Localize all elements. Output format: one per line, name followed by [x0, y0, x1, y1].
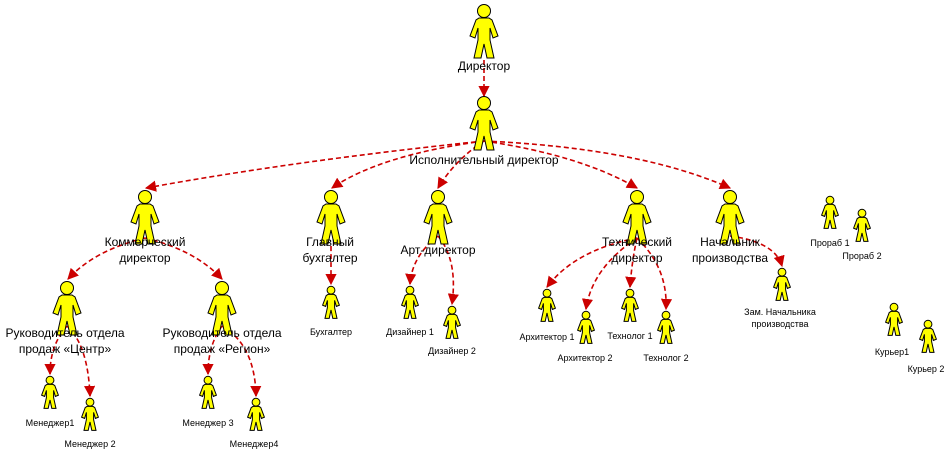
person-figure-foreman2	[852, 208, 872, 242]
connector-exec-to-technical	[483, 140, 638, 189]
person-figure-accountant	[321, 285, 341, 319]
person-figure-commercial-director	[130, 190, 160, 245]
person-figure-manager4	[246, 397, 266, 431]
person-figure-architect1	[537, 288, 557, 322]
label-designer2: Дизайнер 2	[428, 346, 476, 356]
connector-commercial-to-region	[144, 237, 223, 280]
label-director: Директор	[457, 59, 511, 73]
person-figure-technologist2	[656, 310, 676, 344]
person-figure-sales-head-region	[207, 281, 237, 336]
person-figure-courier2	[918, 319, 938, 353]
person-figure-manager1	[40, 375, 60, 409]
person-figure-foreman1	[820, 195, 840, 229]
person-figure-courier1	[884, 302, 904, 336]
label-production-head-line1: Начальник	[700, 235, 760, 249]
person-figure-manager3	[198, 375, 218, 409]
person-figure-production-head	[715, 190, 745, 245]
label-sales-head-region-line1: Руководитель отдела	[162, 326, 282, 340]
label-deputy-production-head-line2: производства	[751, 319, 809, 329]
connector-production-to-deputy	[729, 235, 785, 268]
person-figure-deputy-production-head	[772, 267, 792, 301]
label-deputy-production-head-line1: Зам. Начальника	[744, 307, 816, 317]
connector-commercial-to-center	[67, 237, 146, 280]
label-chief-accountant-line2: бухгалтер	[302, 251, 358, 265]
label-manager2: Менеджер 2	[64, 439, 116, 449]
person-figure-art-director	[423, 190, 453, 245]
label-sales-head-center: Руководитель отдела продаж «Центр»	[0, 325, 130, 357]
person-figure-technical-director	[622, 190, 652, 245]
label-accountant: Бухгалтер	[309, 327, 353, 337]
label-sales-head-region: Руководитель отдела продаж «Регион»	[157, 325, 287, 357]
label-foreman2: Прораб 2	[842, 251, 882, 261]
person-figure-designer2	[442, 305, 462, 339]
label-commercial-director-line1: Коммерческий	[104, 235, 186, 249]
person-figure-designer1	[400, 285, 420, 319]
label-chief-accountant: Главный бухгалтер	[290, 234, 370, 266]
label-technical-director-line2: директор	[611, 251, 663, 265]
connector-technical-to-architect1	[546, 237, 638, 288]
label-sales-head-region-line2: продаж «Регион»	[173, 342, 271, 356]
person-figure-exec-director	[469, 96, 499, 151]
connector-art-to-designer2	[437, 235, 459, 306]
connector-art-to-designer1	[405, 235, 439, 286]
label-deputy-production-head: Зам. Начальника производства	[735, 306, 825, 330]
label-manager1: Менеджер1	[25, 418, 75, 428]
label-manager4: Менеджер4	[229, 439, 279, 449]
label-exec-director: Исполнительный директор	[409, 153, 559, 167]
label-technical-director-line1: Технический	[602, 235, 672, 249]
label-technologist1: Технолог 1	[607, 331, 653, 341]
label-sales-head-center-line1: Руководитель отдела	[5, 326, 125, 340]
connector-center-to-manager2	[66, 325, 96, 398]
label-architect2: Архитектор 2	[557, 353, 613, 363]
label-technical-director: Технический директор	[587, 234, 687, 266]
label-chief-accountant-line1: Главный	[306, 235, 354, 249]
label-courier1: Курьер1	[874, 347, 910, 357]
connector-exec-to-art	[437, 140, 485, 189]
person-figure-architect2	[576, 310, 596, 344]
person-figure-technologist1	[620, 288, 640, 322]
label-commercial-director: Коммерческий директор	[85, 234, 205, 266]
label-designer1: Дизайнер 1	[386, 327, 434, 337]
connector-exec-to-commercial	[144, 140, 485, 192]
label-art-director: Арт-директор	[400, 243, 476, 257]
label-production-head: Начальник производства	[675, 234, 785, 266]
person-figure-chief-accountant	[316, 190, 346, 245]
person-figure-sales-head-center	[52, 281, 82, 336]
person-figure-director	[469, 4, 499, 59]
person-figure-manager2	[80, 397, 100, 431]
label-manager3: Менеджер 3	[182, 418, 234, 428]
label-production-head-line2: производства	[691, 251, 769, 265]
label-technologist2: Технолог 2	[643, 353, 689, 363]
label-foreman1: Прораб 1	[810, 238, 850, 248]
connector-technical-to-technologist1	[625, 237, 638, 289]
label-courier2: Курьер 2	[907, 364, 945, 374]
label-sales-head-center-line2: продаж «Центр»	[18, 342, 112, 356]
figure-layer	[40, 4, 938, 431]
label-commercial-director-line2: директор	[119, 251, 171, 265]
label-architect1: Архитектор 1	[519, 332, 575, 342]
connector-exec-to-production	[483, 140, 732, 190]
connector-exec-to-accountant-chief	[331, 140, 485, 189]
